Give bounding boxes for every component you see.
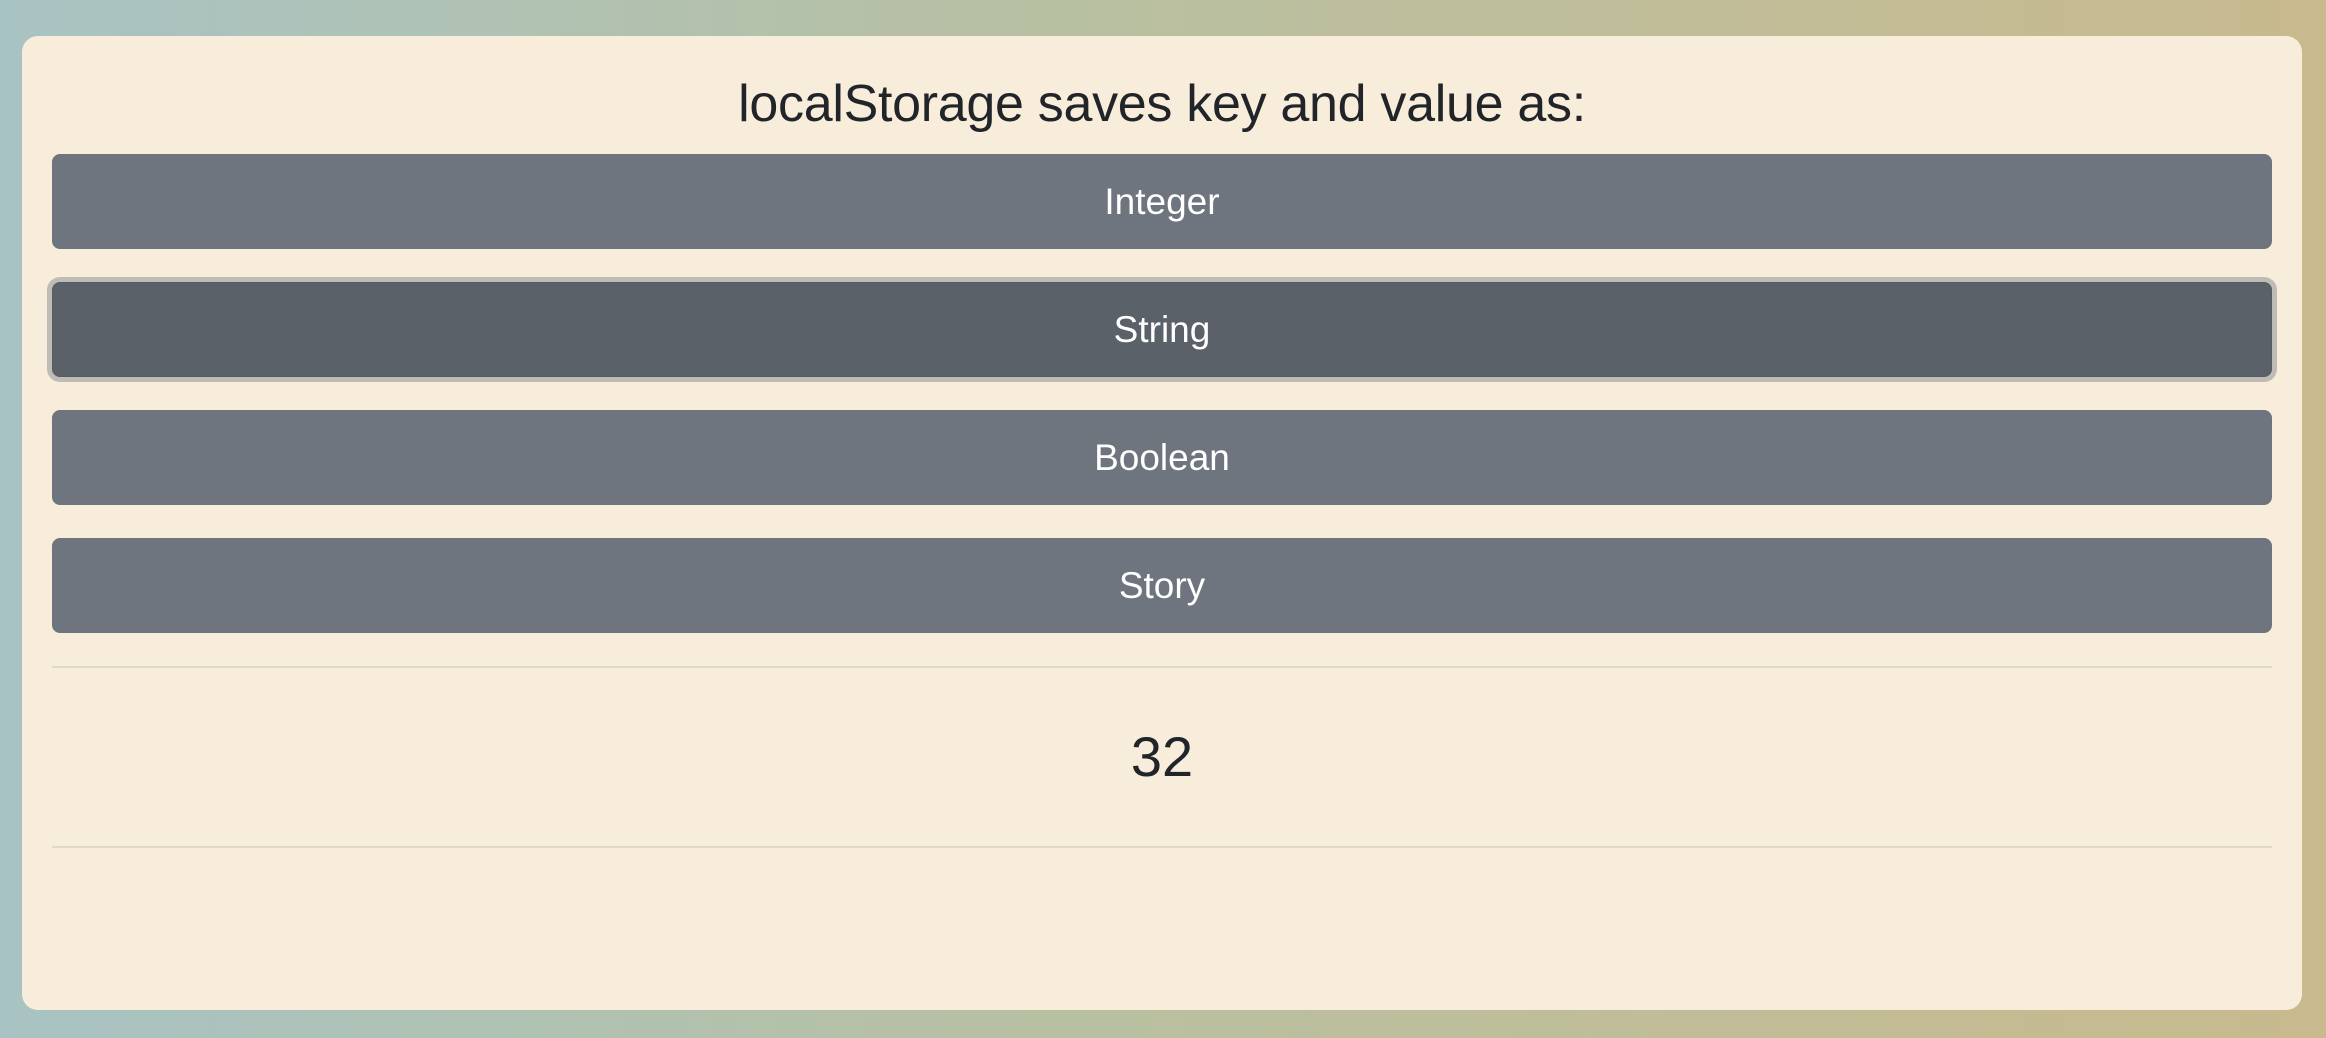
answer-option-string[interactable]: String [52,282,2272,377]
quiz-card: localStorage saves key and value as: Int… [22,36,2302,1010]
answer-option-boolean[interactable]: Boolean [52,410,2272,505]
score-display: 32 [1130,725,1194,788]
question-title: localStorage saves key and value as: [738,75,1586,133]
top-divider [52,666,2272,668]
bottom-divider [52,846,2272,848]
answer-options: Integer String Boolean Story [52,154,2272,633]
answer-option-story[interactable]: Story [52,538,2272,633]
answer-option-integer[interactable]: Integer [52,154,2272,249]
